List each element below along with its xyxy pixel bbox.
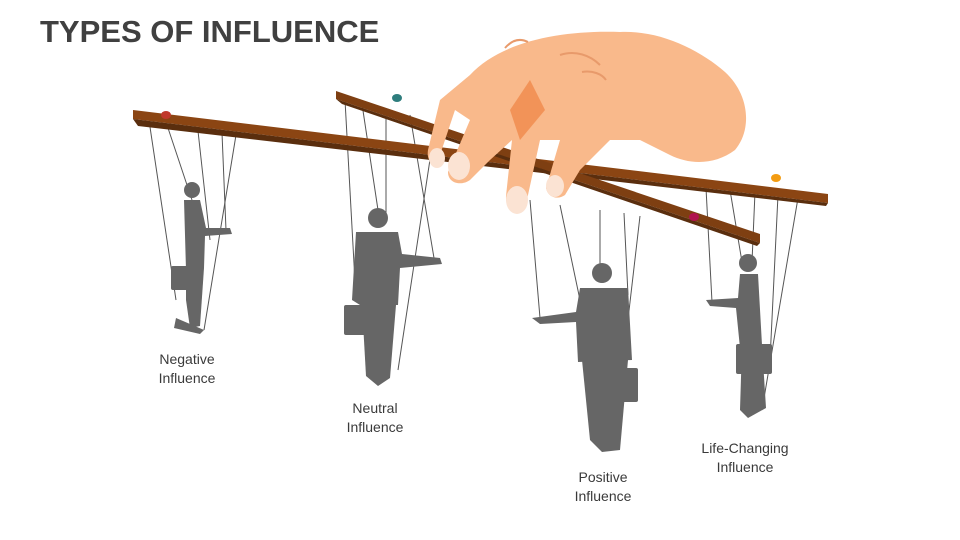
label-neutral-influence: Neutral Influence (295, 399, 455, 437)
label-line-2: Influence (574, 488, 632, 504)
label-life-changing-influence: Life-Changing Influence (665, 439, 825, 477)
page-title: TYPES OF INFLUENCE (40, 14, 380, 49)
pin-teal-icon (392, 94, 402, 102)
label-negative-influence: Negative Influence (107, 350, 267, 388)
man-silhouette-positive (532, 263, 638, 452)
label-line-1: Negative (159, 351, 215, 367)
label-positive-influence: Positive Influence (523, 468, 683, 506)
woman-silhouette-life-changing (706, 254, 772, 418)
pin-orange-icon (771, 174, 781, 182)
pin-magenta-icon (689, 213, 699, 221)
label-line-1: Positive (578, 469, 628, 485)
label-line-2: Influence (158, 370, 216, 386)
label-line-2: Influence (716, 459, 774, 475)
man-silhouette-neutral (344, 208, 442, 386)
pin-red-icon (161, 111, 171, 119)
label-line-2: Influence (346, 419, 404, 435)
label-line-1: Neutral (352, 400, 398, 416)
label-line-1: Life-Changing (701, 440, 789, 456)
hand-icon (427, 31, 747, 214)
woman-silhouette-negative (171, 182, 232, 334)
